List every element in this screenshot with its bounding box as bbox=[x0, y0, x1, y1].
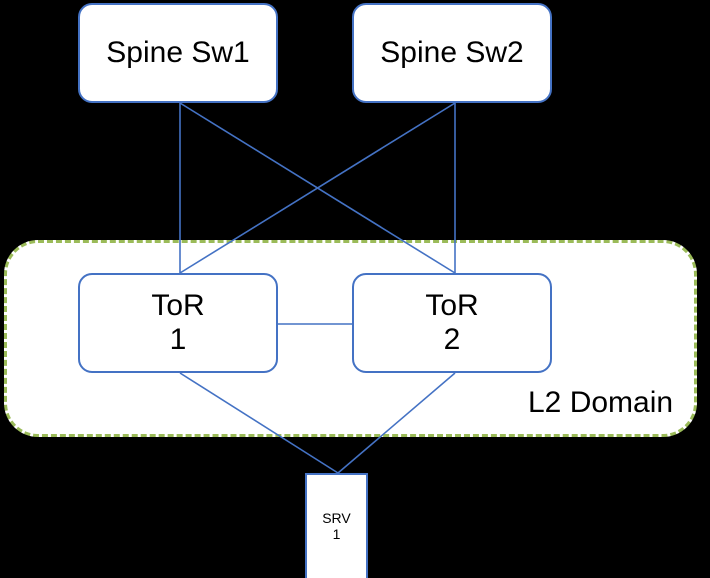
l2-domain-label: L2 Domain bbox=[528, 386, 674, 419]
server-label: 1 bbox=[332, 526, 341, 542]
spine-switch-label: Spine Sw2 bbox=[380, 36, 524, 70]
tor-switch-label: 2 bbox=[443, 323, 461, 356]
spine-switch-label: Spine Sw1 bbox=[106, 36, 250, 70]
server-label: SRV bbox=[322, 510, 351, 527]
tor-switch-label: 1 bbox=[169, 323, 187, 356]
spine-switch-spine1[interactable]: Spine Sw1 bbox=[78, 3, 278, 103]
tor-switch-label: ToR bbox=[151, 289, 205, 323]
tor-switch-label: ToR bbox=[425, 289, 479, 323]
spine-switch-spine2[interactable]: Spine Sw2 bbox=[352, 3, 552, 103]
